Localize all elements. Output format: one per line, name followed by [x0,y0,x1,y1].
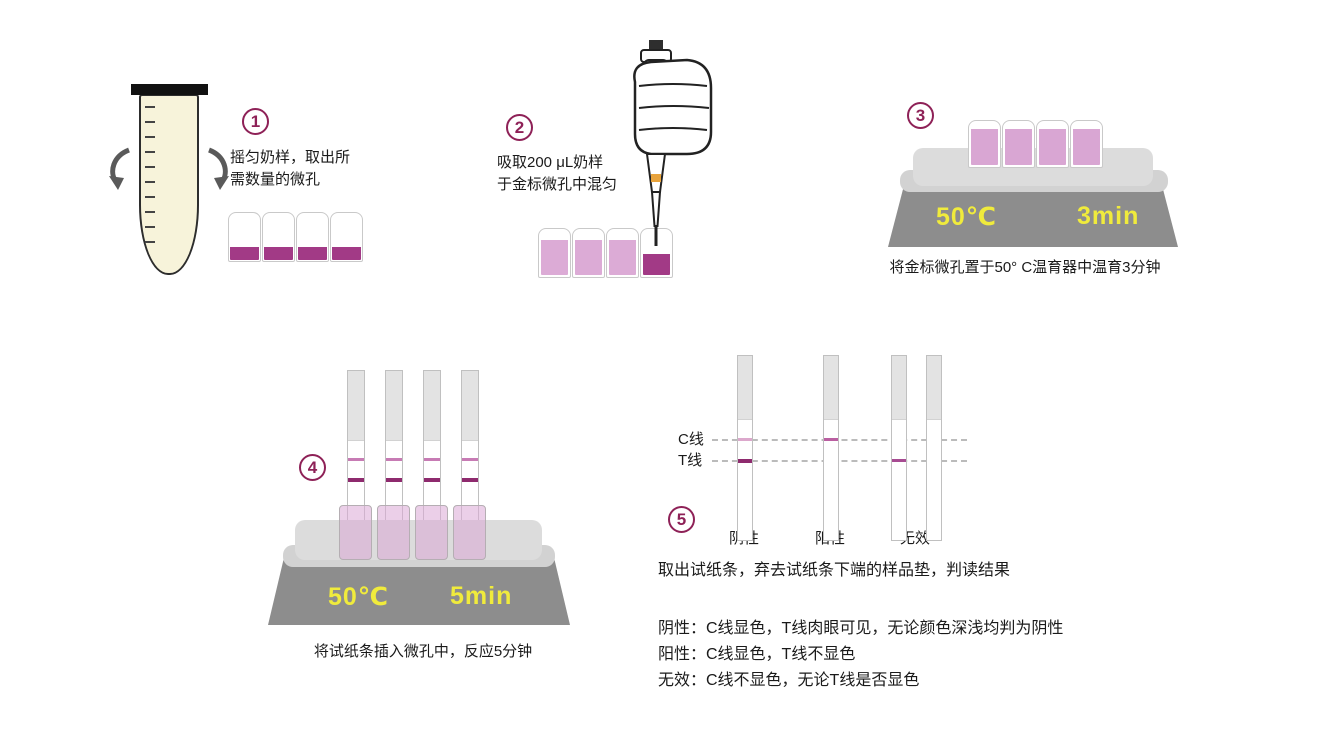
microwell-with-strip [415,505,448,560]
result-strip-invalid-1 [891,355,907,541]
note-positive: 阳性：C线显色，T线不显色 [658,646,856,663]
t-line [892,459,906,462]
microwell-incubating [968,120,1001,168]
microwell-incubating [1002,120,1035,168]
step-2-badge: 2 [506,114,533,141]
t-line [386,478,402,482]
step-1-text-line2: 需数量的微孔 [230,171,321,188]
note-invalid: 无效：C线不显色，无论T线是否显色 [658,672,920,689]
step-5-badge: 5 [668,506,695,533]
t-line [424,478,440,482]
tube-cap [131,84,208,95]
c-line [348,458,364,461]
step-3-time: 3min [1077,202,1140,230]
step-2-text-line1: 吸取200 μL奶样 [497,154,604,171]
microwell-with-strip [453,505,486,560]
microwell [262,212,295,262]
shake-arrow-left-icon [109,147,131,190]
step-5-caption: 取出试纸条，弃去试纸条下端的样品垫，判读结果 [658,562,1011,579]
microwell-with-strip [377,505,410,560]
microwell [296,212,329,262]
step-4-badge: 4 [299,454,326,481]
shake-arrow-right-icon [207,147,229,190]
microwell [330,212,363,262]
result-label-invalid: 无效 [900,530,931,547]
t-line [348,478,364,482]
microwell-filled [606,228,639,278]
c-line [824,438,838,441]
result-strip-positive [823,355,839,541]
result-strip-invalid-2 [926,355,942,541]
microwell-incubating [1036,120,1069,168]
microwell-with-strip [339,505,372,560]
c-line [386,458,402,461]
step-4-time: 5min [450,582,513,610]
t-line-guide [712,460,967,462]
t-line [738,459,752,463]
pipette-hand-icon [633,40,713,246]
result-strip-negative [737,355,753,541]
c-line [738,438,752,441]
tube-graduations [145,106,155,254]
t-line-label: T线 [678,452,703,469]
c-line [462,458,478,461]
step-1-text-line1: 摇匀奶样，取出所 [230,149,351,166]
t-line [462,478,478,482]
c-line-label: C线 [678,431,704,448]
step-4-caption: 将试纸条插入微孔中，反应5分钟 [313,643,533,660]
microwell-incubating [1070,120,1103,168]
step-3-temperature: 50℃ [936,203,998,231]
microwell-filled [538,228,571,278]
interpretation-notes: 阴性：C线显色，T线肉眼可见，无论颜色深浅均判为阴性 阳性：C线显色，T线不显色… [658,616,1063,694]
microwell-filled [572,228,605,278]
c-line-guide [712,439,967,441]
step-3-caption: 将金标微孔置于50° C温育器中温育3分钟 [889,259,1161,276]
step-4-temperature: 50℃ [328,583,390,611]
note-negative: 阴性：C线显色，T线肉眼可见，无论颜色深浅均判为阴性 [658,620,1064,637]
c-line [424,458,440,461]
step-2-text-line2: 于金标微孔中混匀 [497,176,618,193]
microwell [228,212,261,262]
step-1-badge: 1 [242,108,269,135]
step-3-badge: 3 [907,102,934,129]
